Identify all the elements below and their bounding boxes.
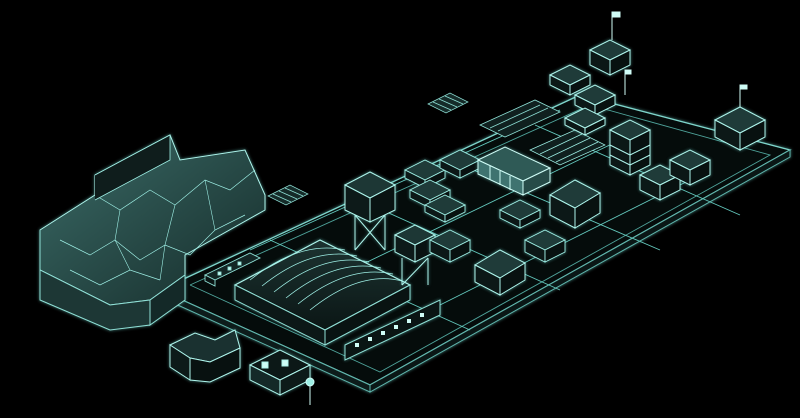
solar-field [529, 129, 606, 166]
terrain-model [39, 134, 266, 331]
base-plate [158, 94, 792, 393]
tower-stack [608, 119, 712, 201]
row-building-top [479, 99, 561, 138]
hangar-building [233, 239, 441, 361]
flag-icon [611, 11, 621, 40]
flag-icon [739, 84, 748, 107]
warehouse-building [473, 179, 602, 296]
tree-icon [305, 377, 315, 405]
solar-panel-array [267, 92, 469, 206]
loose-block-piece [168, 329, 241, 383]
greenhouse-building [476, 146, 552, 196]
flag-icon [624, 69, 632, 95]
building-cluster-top [548, 39, 767, 151]
tower-block [343, 171, 397, 251]
row-building [203, 252, 262, 287]
